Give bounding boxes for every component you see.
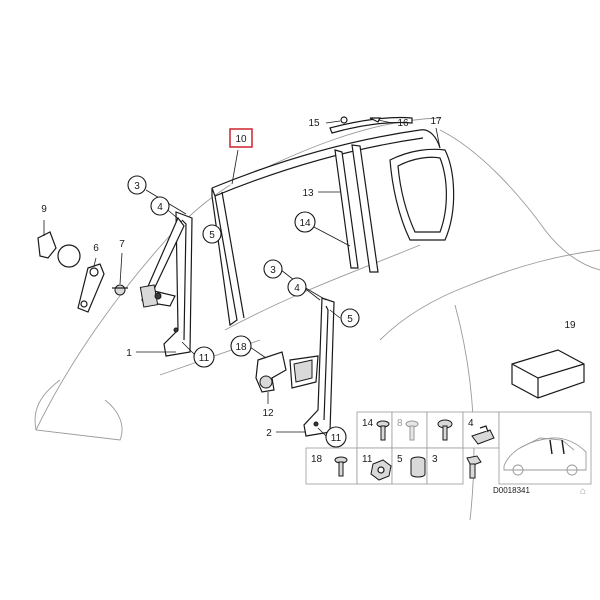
callout-14: 14 bbox=[294, 211, 316, 233]
window-regulator-front bbox=[139, 211, 193, 357]
legend-8: 8 bbox=[397, 418, 403, 429]
window-motor bbox=[255, 351, 287, 404]
callout-10: 10 bbox=[229, 128, 253, 148]
callout-2: 2 bbox=[266, 428, 272, 439]
callout-number: 13 bbox=[302, 188, 314, 199]
callout-number: 4 bbox=[294, 283, 300, 294]
callout-number: 16 bbox=[397, 118, 409, 129]
callout-18: 18 bbox=[230, 335, 252, 357]
window-regulator-rear bbox=[289, 297, 335, 437]
bolt-18-icon bbox=[334, 456, 348, 477]
legend-14: 14 bbox=[362, 418, 374, 429]
legend-5: 5 bbox=[397, 454, 403, 465]
car-thumbnail bbox=[503, 437, 587, 476]
callout-5-rear: 5 bbox=[340, 308, 360, 328]
callout-7: 7 bbox=[119, 239, 125, 250]
callout-4-rear: 4 bbox=[287, 277, 307, 297]
guide-rails bbox=[334, 144, 379, 273]
screw-icon bbox=[376, 420, 390, 441]
callout-number: 19 bbox=[564, 320, 576, 331]
hex-bolt-icon bbox=[466, 455, 482, 479]
window-channel-frame bbox=[211, 129, 441, 327]
callout-3-rear: 3 bbox=[263, 259, 283, 279]
callout-number: 2 bbox=[266, 428, 272, 439]
callout-11-front: 11 bbox=[193, 346, 215, 368]
callout-15: 15 bbox=[308, 118, 320, 129]
callout-9: 9 bbox=[41, 204, 47, 215]
spacer-icon bbox=[410, 456, 426, 478]
callout-number: 5 bbox=[209, 230, 215, 241]
callout-number: 12 bbox=[262, 408, 274, 419]
callout-number: 17 bbox=[430, 116, 442, 127]
callout-number: 9 bbox=[41, 204, 47, 215]
callout-number: 7 bbox=[119, 239, 125, 250]
callout-5-front: 5 bbox=[202, 224, 222, 244]
callout-number: 6 bbox=[93, 243, 99, 254]
callout-number: 4 bbox=[157, 202, 163, 213]
callout-3-front: 3 bbox=[127, 175, 147, 195]
top-seal-strip bbox=[329, 116, 413, 134]
legend-3: 3 bbox=[432, 454, 438, 465]
callout-1: 1 bbox=[126, 348, 132, 359]
callout-17: 17 bbox=[430, 116, 442, 127]
legend-11: 11 bbox=[362, 454, 373, 465]
leader-lines bbox=[43, 119, 441, 437]
torx-screw-icon bbox=[437, 419, 453, 441]
callout-19: 19 bbox=[564, 320, 576, 331]
callout-10-label: 10 bbox=[235, 134, 247, 145]
callout-number: 3 bbox=[270, 265, 276, 276]
callout-number: 1 bbox=[126, 348, 132, 359]
callout-number: 11 bbox=[199, 353, 210, 364]
callout-12: 12 bbox=[262, 408, 274, 419]
rear-quarter-glass bbox=[389, 148, 455, 241]
cover-cap bbox=[37, 231, 81, 268]
callout-number: 3 bbox=[134, 181, 140, 192]
crank-handle bbox=[77, 263, 128, 313]
corner-mark: ⌂ bbox=[580, 486, 586, 497]
callout-13: 13 bbox=[302, 188, 314, 199]
legend-4: 4 bbox=[468, 418, 474, 429]
callout-number: 11 bbox=[331, 433, 342, 444]
callout-number: 5 bbox=[347, 314, 353, 325]
callout-6: 6 bbox=[93, 243, 99, 254]
callout-4-front: 4 bbox=[150, 196, 170, 216]
legend-18: 18 bbox=[311, 454, 323, 465]
callout-number: 15 bbox=[308, 118, 320, 129]
callout-11-rear: 11 bbox=[325, 426, 347, 448]
clip-nut-icon bbox=[471, 425, 495, 445]
bolt-icon bbox=[405, 420, 419, 441]
diagram-code: D0018341 bbox=[493, 486, 530, 495]
callout-number: 18 bbox=[235, 342, 247, 353]
callout-number: 14 bbox=[299, 218, 311, 229]
parts-box bbox=[511, 349, 585, 399]
callout-16: 16 bbox=[397, 118, 409, 129]
small-parts-legend: 14 8 4 18 11 5 3 bbox=[305, 411, 592, 497]
hex-nut-icon bbox=[370, 459, 392, 481]
